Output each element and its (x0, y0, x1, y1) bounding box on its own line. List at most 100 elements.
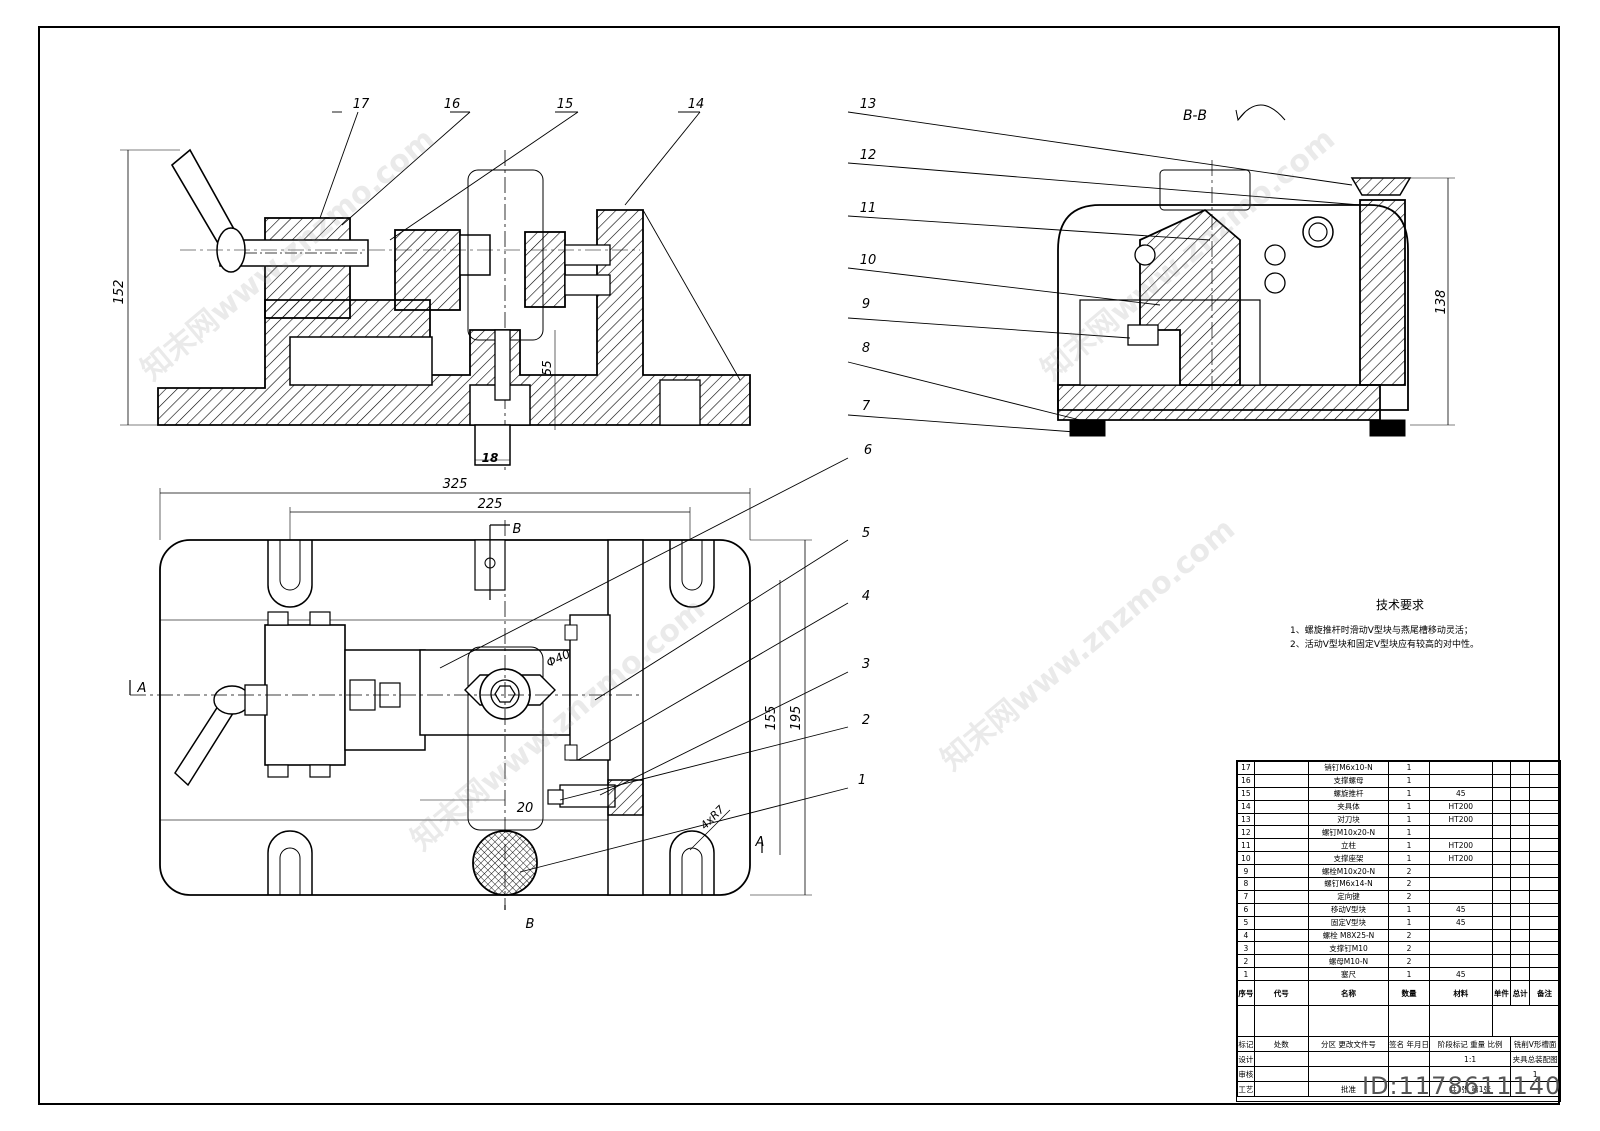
bom-qty: 1 (1388, 761, 1430, 775)
bom-unit-weight (1491, 877, 1512, 891)
bom-no: 17 (1237, 761, 1255, 775)
title-block-cell: 共1张 第1张 (1428, 1081, 1512, 1098)
dim-55: 55 (540, 360, 554, 375)
bom-material: 45 (1429, 915, 1493, 930)
balloon-5: 5 (862, 526, 870, 541)
bom-code (1253, 786, 1309, 801)
bom-qty: 1 (1388, 967, 1430, 982)
dim-20: 20 (517, 801, 534, 816)
title-block-cell: 设计 (1237, 1051, 1255, 1068)
bom-total-weight (1510, 825, 1530, 840)
bom-total-weight (1510, 902, 1530, 917)
bom-header-cell: 序号 (1237, 980, 1255, 1007)
bom-name: 螺栓 M8X25-N (1307, 928, 1390, 943)
title-block-cell (1388, 1051, 1430, 1068)
bom-material: HT200 (1429, 838, 1493, 853)
bom-material: HT200 (1429, 851, 1493, 866)
bom-remark (1528, 838, 1561, 853)
bom-header-cell: 代号 (1253, 980, 1309, 1007)
balloon-16: 16 (444, 97, 461, 112)
balloon-12: 12 (860, 148, 877, 163)
dim-195: 195 (789, 706, 804, 731)
title-block-cell (1307, 1005, 1390, 1038)
bom-material (1429, 773, 1493, 788)
bom-no: 14 (1237, 799, 1255, 814)
bom-unit-weight (1491, 954, 1512, 969)
bom-unit-weight (1491, 967, 1512, 982)
bom-no: 8 (1237, 877, 1255, 891)
bom-remark (1528, 915, 1561, 930)
bom-name: 支撑螺母 (1307, 773, 1390, 788)
bom-qty: 1 (1388, 786, 1430, 801)
bom-total-weight (1510, 954, 1530, 969)
bom-header-cell: 单件 (1491, 980, 1512, 1007)
bom-unit-weight (1491, 889, 1512, 904)
section-mark-b-top: B (513, 522, 522, 537)
bom-material (1429, 877, 1493, 891)
bom-name: 销钉M6x10-N (1307, 761, 1390, 775)
bom-total-weight (1510, 799, 1530, 814)
title-block-cell (1491, 1005, 1561, 1038)
title-block-cell: 工艺 (1237, 1081, 1255, 1098)
bom-header-cell: 数量 (1388, 980, 1430, 1007)
balloon-6: 6 (864, 443, 872, 458)
bom-material (1429, 761, 1493, 775)
bom-code (1253, 928, 1309, 943)
bom-total-weight (1510, 761, 1530, 775)
bom-remark (1528, 761, 1561, 775)
bom-qty: 2 (1388, 954, 1430, 969)
bom-name: 螺母M10-N (1307, 954, 1390, 969)
dim-138: 138 (1434, 290, 1449, 315)
bom-material (1429, 941, 1493, 956)
dim-155: 155 (764, 706, 779, 731)
balloon-2: 2 (862, 713, 870, 728)
bom-no: 9 (1237, 864, 1255, 879)
bom-name: 固定V型块 (1307, 915, 1390, 930)
bom-header-row: 序号代号名称数量材料单件总计备注 (1237, 980, 1561, 1007)
title-block-cell: 夹具总装配图 (1510, 1051, 1560, 1068)
bom-code (1253, 877, 1309, 891)
bom-name: 支撑座架 (1307, 851, 1390, 866)
section-bb-view (847, 104, 1455, 437)
title-block-cell: 标记 (1237, 1036, 1255, 1053)
bom-name: 螺钉M6x14-N (1307, 877, 1390, 891)
balloon-14: 14 (688, 97, 705, 112)
bom-remark (1528, 889, 1561, 904)
bom-code (1253, 825, 1309, 840)
bom-remark (1528, 877, 1561, 891)
balloon-3: 3 (862, 657, 870, 672)
bom-code (1253, 799, 1309, 814)
image-id: ID:1178611140 (1362, 1072, 1562, 1100)
bom-qty: 1 (1388, 838, 1430, 853)
dim-152: 152 (112, 280, 127, 305)
bom-material (1429, 954, 1493, 969)
bom-name: 对刀块 (1307, 812, 1390, 827)
bom-code (1253, 902, 1309, 917)
bom-unit-weight (1491, 851, 1512, 866)
section-mark-a-left: A (137, 681, 147, 696)
bom-unit-weight (1491, 838, 1512, 853)
bom-no: 4 (1237, 928, 1255, 943)
bom-unit-weight (1491, 773, 1512, 788)
bom-qty: 1 (1388, 902, 1430, 917)
bom-qty: 1 (1388, 825, 1430, 840)
bom-remark (1528, 799, 1561, 814)
bom-qty: 1 (1388, 851, 1430, 866)
bom-header-cell: 备注 (1528, 980, 1561, 1007)
balloon-1: 1 (858, 773, 866, 788)
bom-unit-weight (1491, 902, 1512, 917)
balloon-13: 13 (860, 97, 877, 112)
bom-name: 支撑钉M10 (1307, 941, 1390, 956)
